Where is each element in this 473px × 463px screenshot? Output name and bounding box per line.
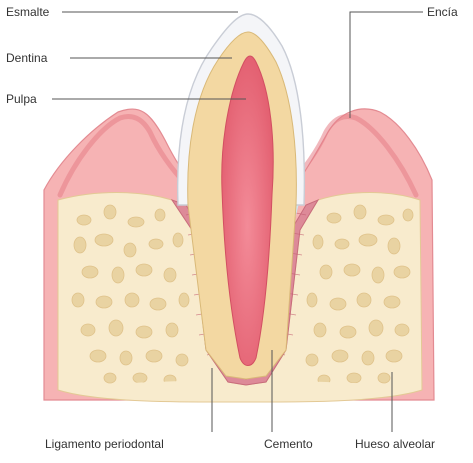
leader-encia [350,12,423,118]
label-ligamento: Ligamento periodontal [45,437,164,451]
label-esmalte: Esmalte [6,5,49,19]
label-dentina: Dentina [6,51,47,65]
label-pulpa: Pulpa [6,92,37,106]
label-cemento: Cemento [264,437,313,451]
label-encia: Encía [427,5,458,19]
label-hueso: Hueso alveolar [355,437,435,451]
